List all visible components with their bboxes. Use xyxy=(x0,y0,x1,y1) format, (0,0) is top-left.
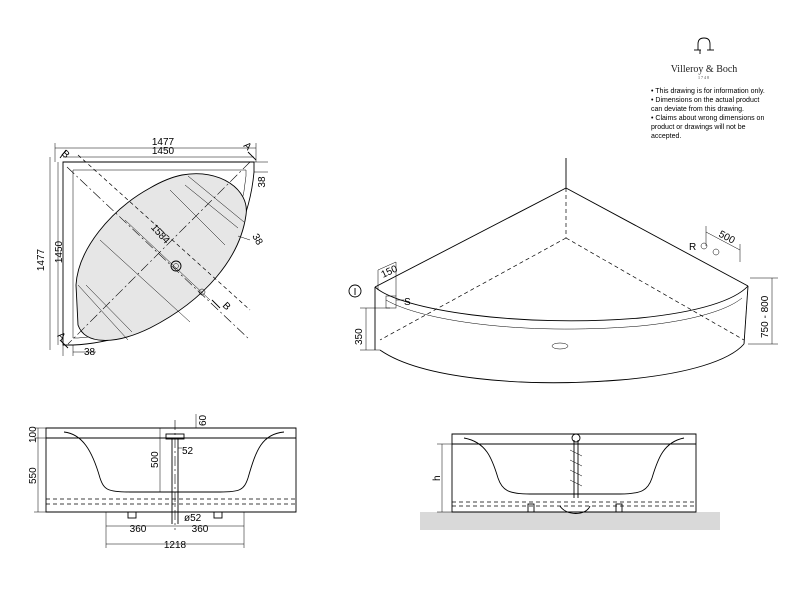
dim-350: 350 xyxy=(354,328,365,345)
floor xyxy=(420,512,720,530)
brand-name: Villeroy & Boch xyxy=(671,64,738,75)
dim-overflow-52: 52 xyxy=(182,446,194,457)
dim-outer-height: 1477 xyxy=(36,248,47,271)
dim-750-800: 750 - 800 xyxy=(760,295,771,338)
dim-left-360: 360 xyxy=(130,524,147,535)
note-line-1: • This drawing is for information only. xyxy=(651,88,765,95)
dim-rim-bottom: 38 xyxy=(84,347,96,358)
overflow-icon xyxy=(198,288,206,296)
dim-right-360: 360 xyxy=(192,524,209,535)
isometric-view: I S 150 350 500 R 750 - 800 xyxy=(348,158,778,384)
dim-height-550: 550 xyxy=(28,467,39,484)
drain-icon xyxy=(551,342,569,350)
note-line-5: product or drawings will not be xyxy=(651,124,746,131)
dim-inner-width: 1450 xyxy=(152,146,175,157)
dim-inner-height: 1450 xyxy=(54,240,65,263)
label-i: I xyxy=(354,287,357,298)
dim-rim-right-top: 38 xyxy=(257,176,268,188)
label-i-marker xyxy=(348,284,362,298)
faucet-icon xyxy=(694,37,714,54)
dim-width-1218: 1218 xyxy=(164,540,187,551)
label-r: R xyxy=(689,242,696,253)
drain-icon xyxy=(170,260,182,272)
dim-outer-width: 1477 xyxy=(152,137,175,148)
note-line-2: • Dimensions on the actual product xyxy=(651,97,759,104)
dim-500: 500 xyxy=(717,229,737,247)
note-line-4: • Claims about wrong dimensions on xyxy=(651,115,764,122)
label-s: S xyxy=(404,297,411,308)
section-marker-a-top: A xyxy=(241,140,254,153)
dim-rim-arc: 38 xyxy=(249,232,264,248)
dim-150: 150 xyxy=(380,264,400,281)
dim-inner-500: 500 xyxy=(150,451,161,468)
dim-h: h xyxy=(432,475,443,481)
disclaimer-notes: • This drawing is for information only. … xyxy=(651,88,765,140)
side-view: h xyxy=(420,433,720,530)
plan-view: 1477 1450 1477 1450 1584 38 38 38 B A A … xyxy=(36,137,268,358)
dim-rim-100: 100 xyxy=(28,426,39,443)
dim-drain-dia: ø52 xyxy=(184,513,202,524)
section-marker-b-top: B xyxy=(59,148,72,161)
brand-established: 1748 xyxy=(698,75,710,80)
dim-overflow-60: 60 xyxy=(198,414,209,426)
note-line-6: accepted. xyxy=(651,133,681,140)
section-marker-b-bottom: B xyxy=(220,300,233,313)
section-view: 100 550 500 60 52 ø52 360 360 1218 xyxy=(28,414,297,551)
note-line-3: can deviate from this drawing. xyxy=(651,106,744,113)
brand-logo: Villeroy & Boch 1748 xyxy=(671,37,738,80)
